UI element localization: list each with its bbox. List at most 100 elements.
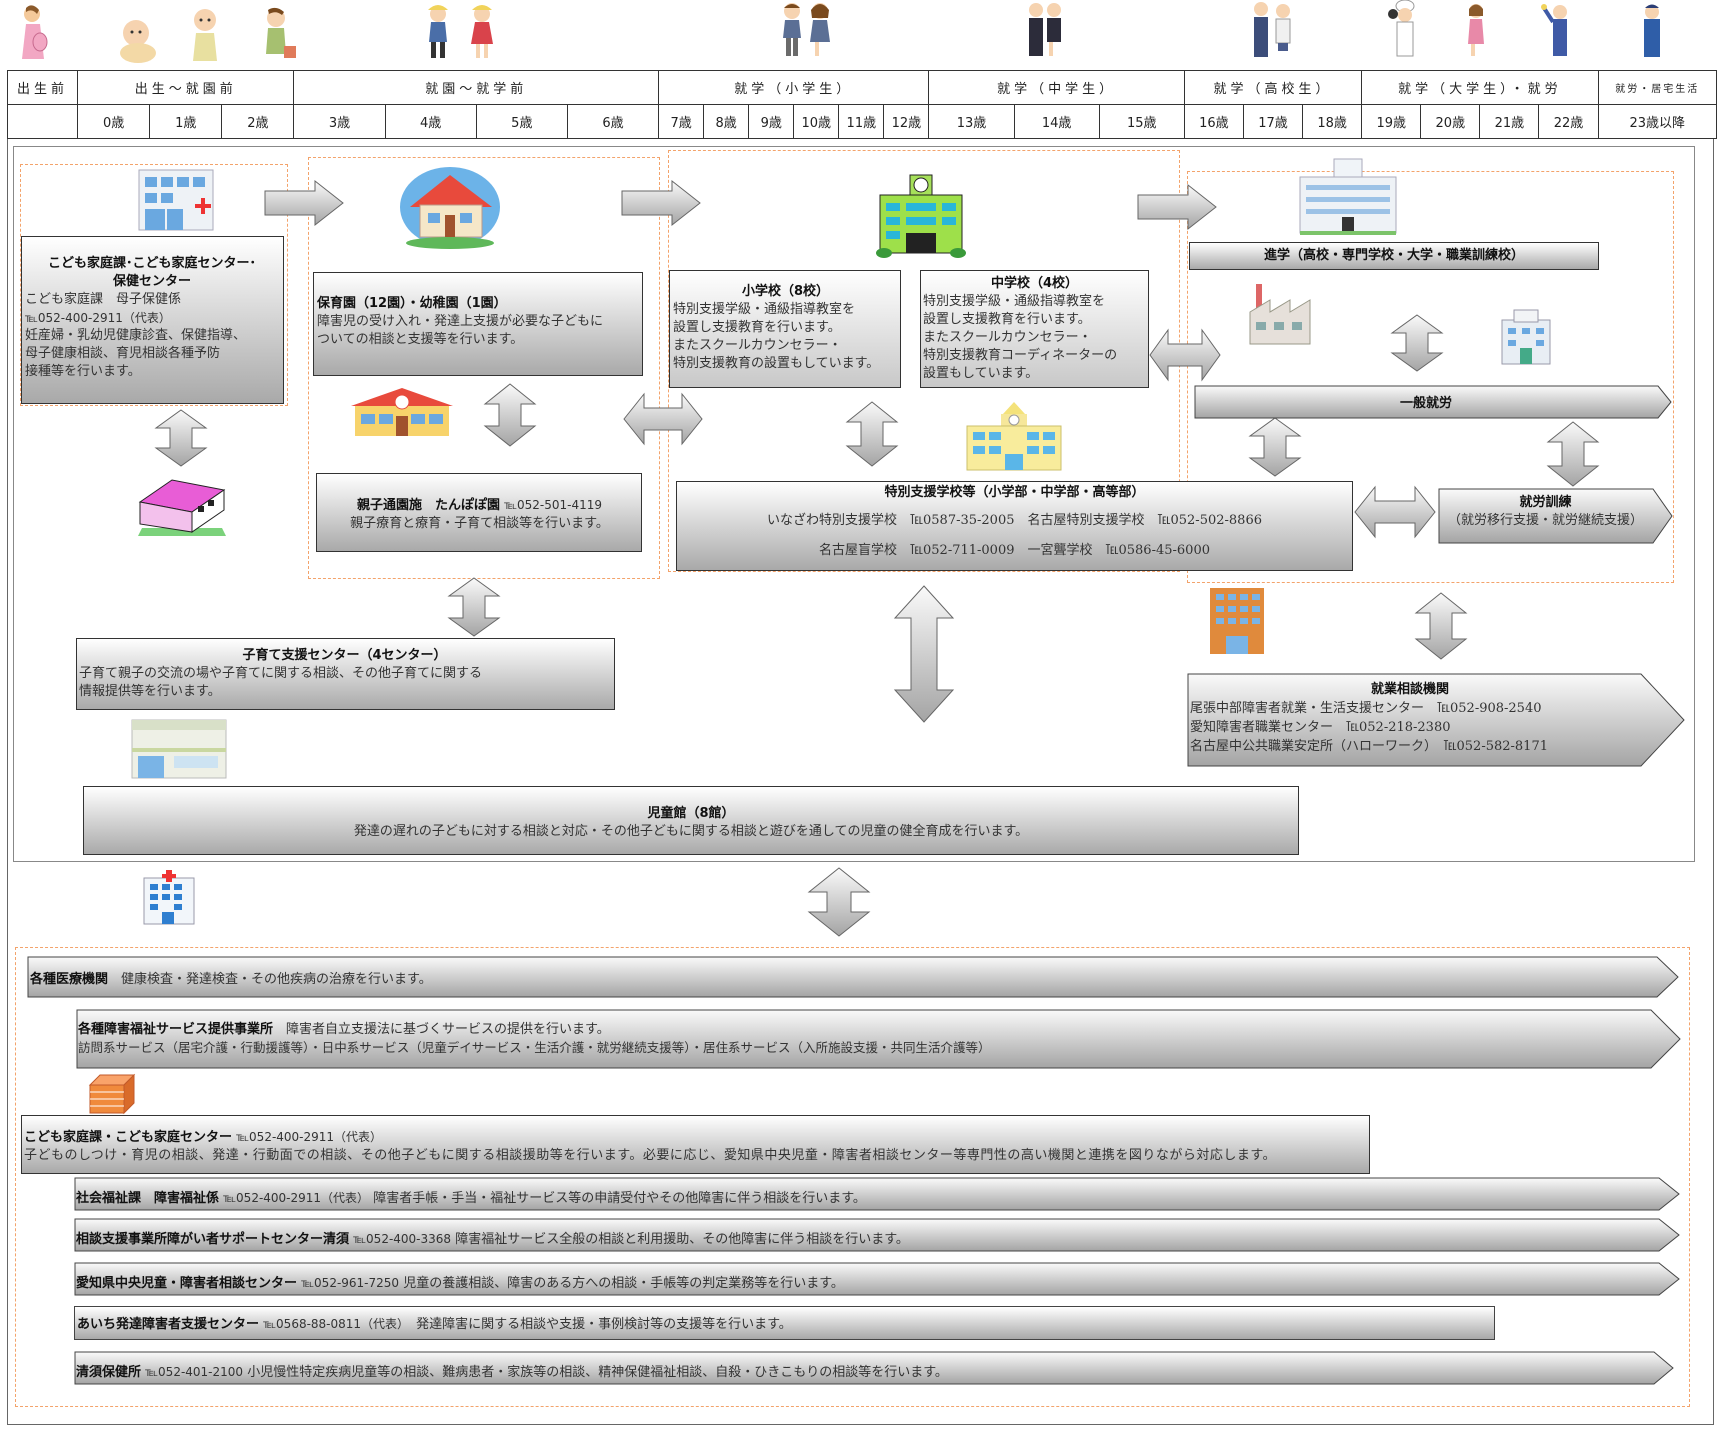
age-cell: 12歳 <box>883 104 930 139</box>
welfare-facility-icon <box>88 1073 136 1115</box>
banner-title: 清須保健所 <box>76 1365 142 1380</box>
box-title: 就業相談機関 <box>1370 682 1449 697</box>
age-cell: 10歳 <box>793 104 840 139</box>
banner-title: 社会福祉課 障害福祉係 <box>76 1191 220 1206</box>
age-cell: 14歳 <box>1013 104 1100 139</box>
box-line: 特別支援学級・通級指導教室を <box>923 294 1106 309</box>
box-title: 小学校（8校） <box>741 284 830 299</box>
aichi-banner-shape <box>74 1262 1680 1296</box>
nursery-box: 保育園（12園）・幼稚園（1園） 障害児の受け入れ・発達上支援が必要な子どもに … <box>313 272 643 376</box>
box-line: 設置もしています。 <box>923 366 1039 381</box>
box-line: 母子健康相談、育児相談各種予防 <box>25 346 221 361</box>
advance-box: 進学（高校・専門学校・大学・職業訓練校） <box>1189 242 1599 270</box>
up-down-arrow <box>447 577 501 637</box>
box-title: 進学（高校・専門学校・大学・職業訓練校） <box>1263 248 1524 263</box>
elementary-boy-icon <box>783 3 801 56</box>
office-worker-woman-icon <box>1468 4 1484 56</box>
elementary-girl-icon <box>810 3 830 56</box>
age-cell: 19歳 <box>1361 104 1422 139</box>
box-title: 子育て支援センター（4センター） <box>242 648 447 663</box>
stage-prenatal: 出生前 <box>6 70 79 105</box>
box-line: 発達の遅れの子どもに対する相談と対応・その他子どもに関する相談と遊びを通しての児… <box>353 824 1029 839</box>
pregnant-woman-icon <box>22 5 48 59</box>
shakai-banner: 社会福祉課 障害福祉係 ℡052-400-2911（代表） 障害者手帳・手当・福… <box>76 1187 866 1206</box>
health-center-building-icon <box>138 479 226 536</box>
age-cell: 9歳 <box>748 104 795 139</box>
right-arrow <box>264 179 344 227</box>
stage-elementary: 就学（小学生） <box>658 70 930 105</box>
banner-tel: ℡0568-88-0811（代表） <box>263 1317 404 1331</box>
box-line: またスクールカウンセラー・ <box>923 330 1092 345</box>
box-title: こども家庭課･こども家庭センター･ <box>47 256 256 271</box>
office-building-icon <box>1501 309 1551 365</box>
stage-adult: 就労・居宅生活 <box>1597 70 1717 105</box>
stage-preschool: 就園～就学前 <box>293 70 660 105</box>
up-down-arrow <box>1414 592 1468 660</box>
soudan-banner-shape <box>74 1218 1680 1252</box>
kosodate-box: 子育て支援センター（4センター） 子育て親子の交流の場や子育てに関する相談、その… <box>76 638 615 710</box>
age-cell: 16歳 <box>1183 104 1244 139</box>
banner-tel: ℡052-400-3368 <box>353 1232 452 1246</box>
stage-birth-to-preschool: 出生～就園前 <box>77 70 295 105</box>
box-line: 愛知障害者職業センター ℡052-218-2380 <box>1190 720 1451 735</box>
banner-title: こども家庭課・こども家庭センター <box>24 1130 233 1145</box>
age-cell: 0歳 <box>77 104 151 139</box>
age-cell: 4歳 <box>384 104 477 139</box>
box-line: 妊産婦・乳幼児健康診査、保健指導、 <box>25 328 247 343</box>
box-title: 児童館（8館） <box>647 806 735 821</box>
banner-tel: ℡052-400-2911（代表） <box>236 1130 383 1144</box>
page-frame <box>7 139 1714 1425</box>
box-tel: ℡052-501-4119 <box>504 498 603 512</box>
nursery-house-icon <box>400 167 500 249</box>
age-cell: 5歳 <box>475 104 568 139</box>
banner-text: 児童の養護相談、障害のある方への相談・手帳等の判定業務等を行います。 <box>403 1276 844 1291</box>
box-title: 親子通園施 たんぽぽ園 <box>356 498 500 513</box>
banner-text: 発達障害に関する相談や支援・事例検討等の支援等を行います。 <box>416 1317 792 1332</box>
box-line: こども家庭課 母子保健係 <box>25 292 182 307</box>
banner-text: 障害者手帳・手当・福祉サービス等の申請受付やその他障害に伴う相談を行います。 <box>373 1191 866 1206</box>
training-text: 就労訓練 （就労移行支援・就労継続支援） <box>1438 494 1653 530</box>
up-down-arrow <box>845 401 899 467</box>
up-down-arrow <box>1390 314 1444 372</box>
up-down-arrow <box>893 585 955 723</box>
special-school-box: 特別支援学校等（小学部・中学部・高等部） いなざわ特別支援学校 ℡0587-35… <box>676 481 1353 571</box>
age-cell: 13歳 <box>928 104 1015 139</box>
medical-banner: 各種医療機関 健康検査・発達検査・その他疾病の治療を行います。 <box>30 968 432 987</box>
box-line: 設置し支援教育を行います。 <box>673 320 841 335</box>
high-school-building-icon <box>1299 158 1397 235</box>
age-cell: 18歳 <box>1302 104 1363 139</box>
aichi-banner: 愛知県中央児童・障害者相談センター ℡052-961-7250 児童の養護相談、… <box>76 1272 844 1291</box>
age-cell: 1歳 <box>149 104 223 139</box>
age-cell: 11歳 <box>838 104 885 139</box>
box-line: 名古屋中公共職業安定所（ハローワーク） ℡052-582-8171 <box>1190 739 1548 754</box>
age-cell: 6歳 <box>566 104 660 139</box>
training-banner <box>1438 488 1673 544</box>
zone-preschool <box>308 157 660 579</box>
box-line: 子育て親子の交流の場や子育てに関する相談、その他子育てに関する <box>79 666 483 681</box>
employment-office-icon <box>1210 588 1264 654</box>
age-cell-blank <box>6 104 79 139</box>
kindergarten-girl-icon <box>471 5 493 58</box>
factory-icon <box>1249 284 1311 345</box>
stage-university-work: 就学（大学生）・就労 <box>1361 70 1599 105</box>
adult-worker-icon <box>1644 4 1660 57</box>
box-title: 保健センター <box>112 274 191 289</box>
box-line: 設置し支援教育を行います。 <box>923 312 1091 327</box>
box-title: 一般就労 <box>1399 396 1452 411</box>
box-line: 特別支援教育コーディネーターの <box>923 348 1118 363</box>
hoken-banner: 清須保健所 ℡052-401-2100 小児慢性特定疾病児童等の相談、難病患者・… <box>76 1361 948 1380</box>
baby-icon <box>120 20 156 63</box>
chef-icon <box>1388 0 1415 57</box>
box-line: 特別支援学級・通級指導教室を <box>673 302 856 317</box>
right-arrow <box>621 179 701 227</box>
banner-text: 障害福祉サービス全般の相談と利用援助、その他障害に伴う相談を行います。 <box>455 1232 909 1247</box>
banner-tel: ℡052-400-2911（代表） <box>223 1191 370 1205</box>
stage-high-school: 就学（高校生） <box>1183 70 1363 105</box>
job-consult-text: 就業相談機関 尾張中部障害者就業・生活支援センター ℡052-908-2540 … <box>1190 680 1630 756</box>
banner-tel: ℡052-961-7250 <box>301 1276 400 1290</box>
junior-high-box: 中学校（4校） 特別支援学級・通級指導教室を 設置し支援教育を行います。 またス… <box>920 270 1149 388</box>
banner-title: 相談支援事業所障がい者サポートセンター清須 <box>76 1232 350 1247</box>
left-right-arrow <box>1354 485 1436 539</box>
box-line: いなざわ特別支援学校 ℡0587-35-2005 名古屋特別支援学校 ℡052-… <box>767 513 1262 528</box>
age-cell: 23歳以降 <box>1597 104 1717 139</box>
